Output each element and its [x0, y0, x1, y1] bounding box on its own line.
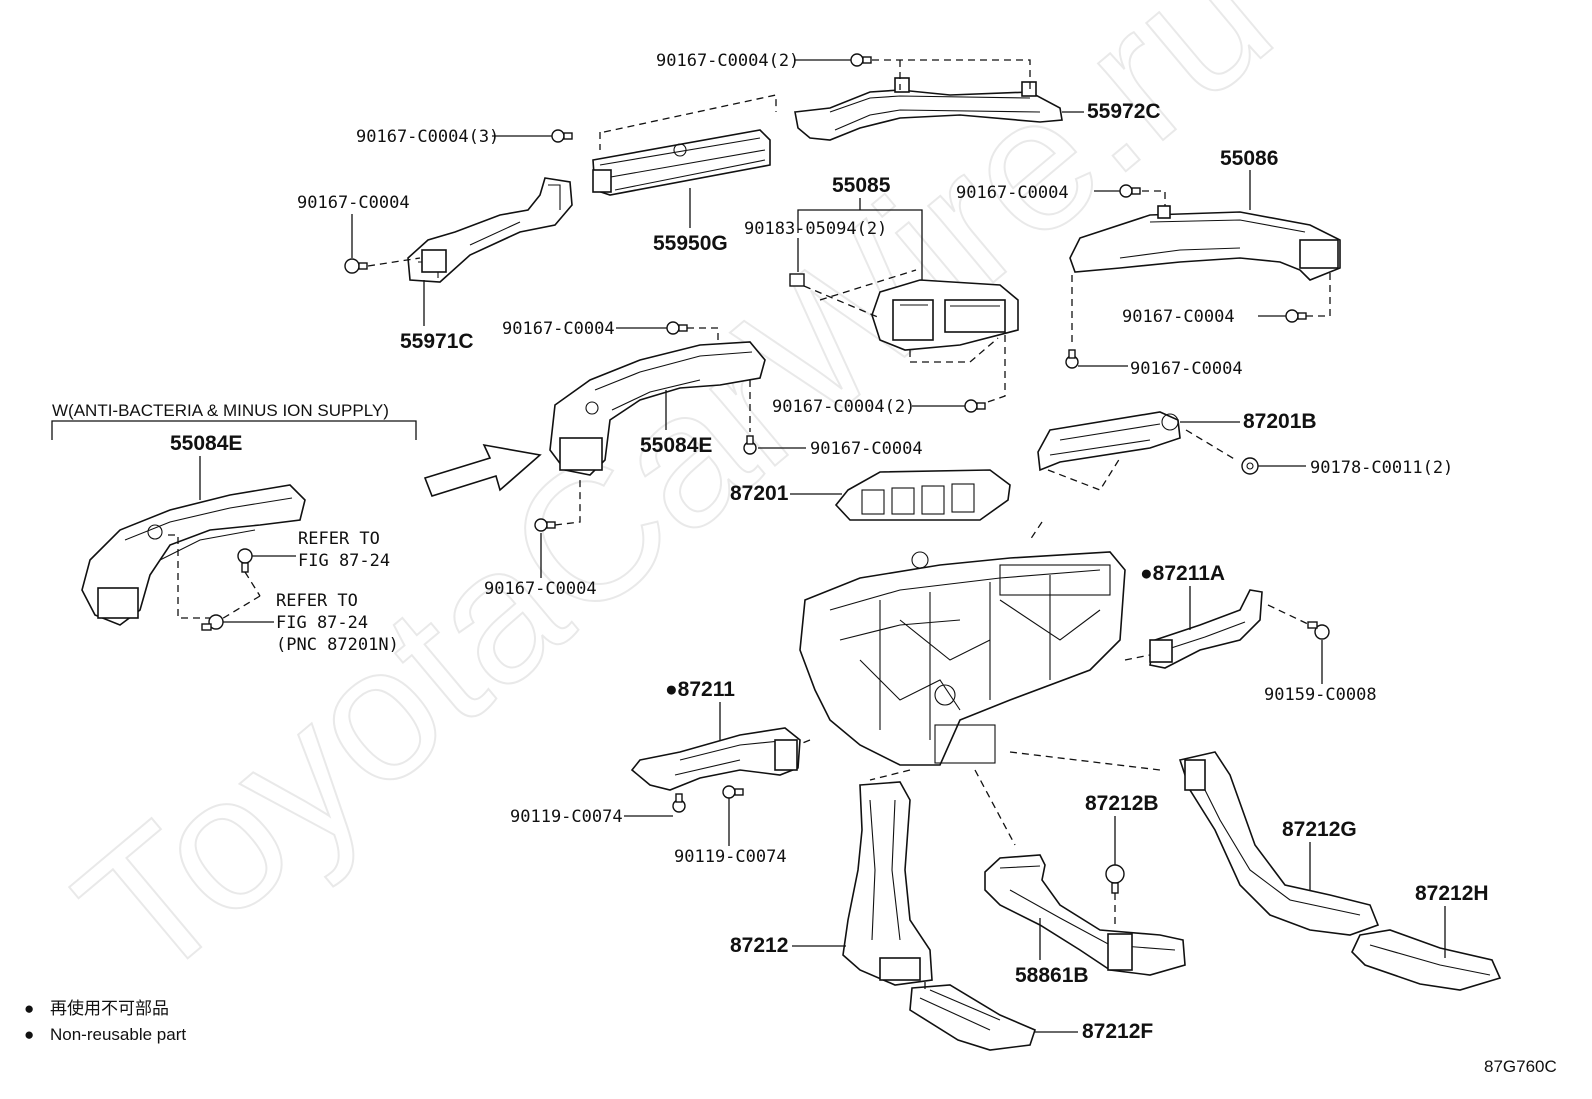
label-90167-C0004-e[interactable]: 90167-C0004	[502, 319, 615, 339]
label-55086[interactable]: 55086	[1220, 147, 1278, 170]
label-90167-C0004-f[interactable]: 90167-C0004	[810, 439, 923, 459]
part-87201-register[interactable]	[834, 469, 1011, 521]
part-87212F-duct[interactable]	[909, 984, 1036, 1051]
arrow-icon	[423, 443, 542, 497]
refer-2-line-2: FIG 87-24	[276, 613, 368, 633]
label-55972C[interactable]: 55972C	[1087, 100, 1161, 123]
part-87201B-vent[interactable]	[1037, 411, 1181, 472]
nut-icon[interactable]	[1241, 457, 1259, 475]
part-55086-duct[interactable]	[1069, 205, 1341, 281]
label-90178-C0011-2[interactable]: 90178-C0011(2)	[1310, 458, 1453, 478]
part-55971C-duct[interactable]	[407, 177, 573, 283]
label-87212F[interactable]: 87212F	[1082, 1020, 1153, 1043]
label-90167-C0004-c[interactable]: 90167-C0004	[1122, 307, 1235, 327]
label-87212H[interactable]: 87212H	[1415, 882, 1489, 905]
part-55084E-variant-duct[interactable]	[81, 484, 306, 626]
label-87212[interactable]: 87212	[730, 934, 788, 957]
label-55950G[interactable]: 55950G	[653, 232, 728, 255]
bolt-icon[interactable]	[551, 129, 573, 143]
label-90167-C0004-g[interactable]: 90167-C0004	[484, 579, 597, 599]
clip-icon[interactable]	[1105, 864, 1125, 894]
bolt-icon[interactable]	[237, 548, 253, 573]
label-90167-C0004-a[interactable]: 90167-C0004	[297, 193, 410, 213]
bolt-icon[interactable]	[964, 399, 986, 413]
part-58861B-duct[interactable]	[984, 854, 1186, 976]
part-87211-duct[interactable]	[630, 727, 801, 791]
bolt-icon[interactable]	[1307, 621, 1330, 640]
clip-icon[interactable]	[789, 273, 805, 287]
label-87211[interactable]: ●87211	[665, 678, 735, 701]
refer-1-line-2: FIG 87-24	[298, 551, 390, 571]
bolt-icon[interactable]	[672, 793, 686, 813]
legend-text-1: 再使用不可部品	[50, 998, 169, 1018]
label-55971C[interactable]: 55971C	[400, 330, 474, 353]
part-55085-vent[interactable]	[871, 279, 1019, 351]
label-55084E-left[interactable]: 55084E	[170, 432, 242, 455]
label-90167-C0004-b[interactable]: 90167-C0004	[956, 183, 1069, 203]
label-58861B[interactable]: 58861B	[1015, 964, 1089, 987]
bolt-icon[interactable]	[1285, 309, 1307, 323]
bolt-icon[interactable]	[344, 258, 368, 274]
legend-symbol-2: ●	[24, 1025, 34, 1044]
label-90167-C0004-3[interactable]: 90167-C0004(3)	[356, 127, 499, 147]
part-55084E-duct[interactable]	[549, 341, 766, 476]
label-90119-C0074-b[interactable]: 90119-C0074	[674, 847, 787, 867]
label-87211A[interactable]: ●87211A	[1140, 562, 1225, 585]
legend: ● 再使用不可部品 ● Non-reusable part	[24, 998, 186, 1044]
label-90167-C0004-2-mid[interactable]: 90167-C0004(2)	[772, 397, 915, 417]
part-87212G-duct[interactable]	[1178, 751, 1380, 936]
bolt-icon[interactable]	[722, 785, 744, 799]
hvac-unit-body	[799, 551, 1126, 766]
bolt-icon[interactable]	[743, 435, 757, 455]
label-90167-C0004-d[interactable]: 90167-C0004	[1130, 359, 1243, 379]
part-87212-duct[interactable]	[842, 781, 933, 986]
part-55972C-duct[interactable]	[794, 77, 1063, 141]
refer-2-line-1: REFER TO	[276, 591, 358, 611]
label-87212B[interactable]: 87212B	[1085, 792, 1159, 815]
label-55084E-mid[interactable]: 55084E	[640, 434, 712, 457]
label-90167-C0004-2-top[interactable]: 90167-C0004(2)	[656, 51, 799, 71]
label-87201[interactable]: 87201	[730, 482, 789, 505]
variant-label: W(ANTI-BACTERIA & MINUS ION SUPPLY)	[52, 401, 389, 420]
part-87211A-duct[interactable]	[1149, 589, 1263, 669]
refer-1-line-1: REFER TO	[298, 529, 380, 549]
bolt-icon[interactable]	[201, 614, 224, 631]
legend-text-2: Non-reusable part	[50, 1025, 186, 1044]
legend-symbol-1: ●	[24, 999, 34, 1018]
figure-code: 87G760C	[1484, 1057, 1557, 1076]
label-55085[interactable]: 55085	[832, 174, 891, 197]
label-90183-05094-2[interactable]: 90183-05094(2)	[744, 219, 887, 239]
label-87212G[interactable]: 87212G	[1282, 818, 1357, 841]
label-90159-C0008[interactable]: 90159-C0008	[1264, 685, 1377, 705]
bolt-icon[interactable]	[850, 53, 872, 67]
part-55950G-block[interactable]	[592, 129, 771, 196]
label-90119-C0074-a[interactable]: 90119-C0074	[510, 807, 623, 827]
bolt-icon[interactable]	[1065, 349, 1079, 369]
label-87201B[interactable]: 87201B	[1243, 410, 1317, 433]
refer-2-line-3: (PNC 87201N)	[276, 635, 399, 655]
part-87212H-duct[interactable]	[1351, 929, 1502, 991]
